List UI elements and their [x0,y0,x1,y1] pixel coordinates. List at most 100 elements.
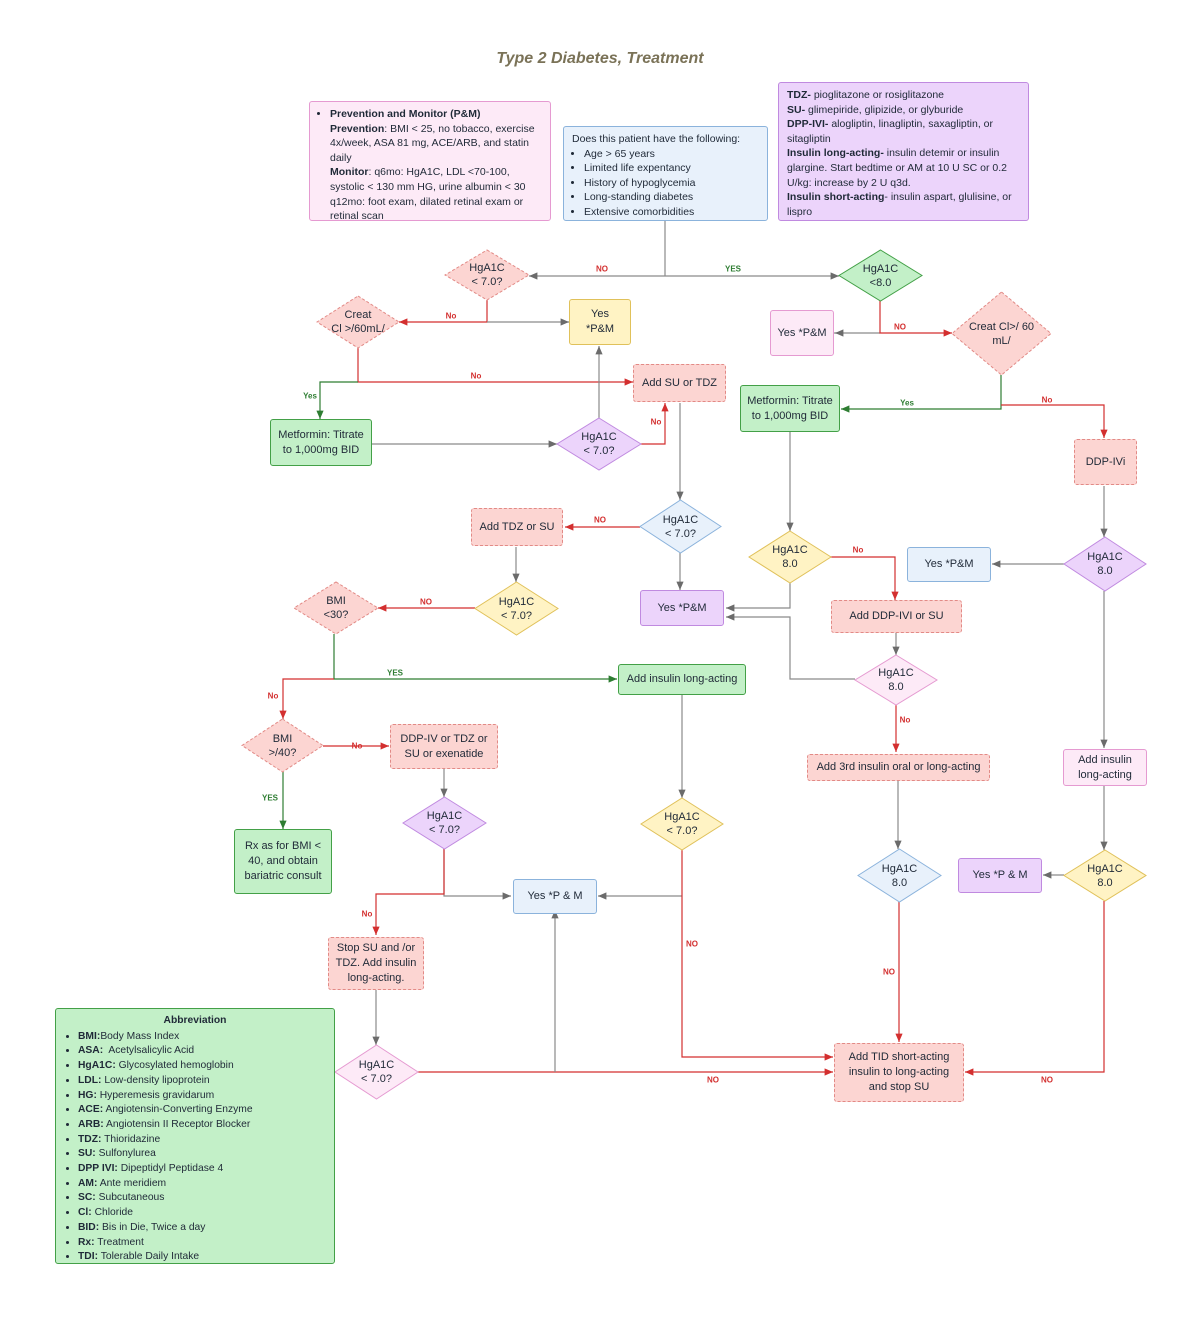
edge-label: Yes [303,391,317,401]
prevention-text: : BMI < 25, no tobacco, exercise 4x/week… [330,122,535,164]
decision-hga1c-purple-mid: HgA1C < 7.0? [556,417,642,471]
decision-hga1c-right-top: HgA1C <8.0 [838,249,923,302]
edge-label: NO [883,967,895,977]
yes-pm-blue-right-box: Yes *P&M [907,547,991,582]
abbreviation-item: ASA: Acetylsalicylic Acid [78,1044,324,1059]
question-item: Limited life expentancy [584,161,759,176]
question-item: History of hypoglycemia [584,176,759,191]
decision-hga1c-yellow-center: HgA1C < 7.0? [640,797,724,851]
patient-question-box: Does this patient have the following: Ag… [563,126,768,221]
edge-label: No [267,691,279,701]
metformin-right-box: Metformin: Titrate to 1,000mg BID [740,385,840,432]
edge-pink-center-yes [726,613,855,680]
edge-yellow-right-lower-no [965,901,1105,1076]
tdz-label: TDZ- [787,89,811,101]
add-insulin-long-green-box: Add insulin long-acting [618,664,746,695]
decision-hga1c-yellow-right-lower: HgA1C 8.0 [1063,849,1147,902]
abbreviation-definition: Body Mass Index [100,1030,180,1042]
decision-hga1c-yellow-left: HgA1C < 7.0? [474,581,559,636]
edge-label: No [361,909,373,919]
edge-right-top-no [879,300,952,337]
yes-pm-purple-center-box: Yes *P&M [640,590,724,626]
yes-pm-box-1: Yes *P&M [569,299,631,345]
decision-bmi-40: BMI >/40? [241,718,324,773]
abbreviation-term: HG: [78,1089,97,1101]
edge-label: YES [724,264,742,274]
edge-creat-no [357,348,633,386]
page-title: Type 2 Diabetes, Treatment [496,50,704,67]
edge-label: NO [686,939,698,949]
yes-pm-purple-lower-box: Yes *P & M [958,858,1042,893]
short-acting-label: Insulin short-acting [787,191,885,204]
short-acting-text: - insulin aspart, glulisine, or lispro [787,191,1012,218]
abbreviation-item: BMI:Body Mass Index [78,1030,324,1045]
tdz-text: pioglitazone or rosiglitazone [810,89,945,101]
abbreviation-definition: Low-density lipoprotein [101,1074,210,1086]
decision-hga1c-purple-right: HgA1C 8.0 [1063,536,1147,592]
edge-label: No [1041,395,1053,405]
abbreviation-term: AM: [78,1177,98,1189]
su-label: SU- [787,103,806,116]
dpp-label: DPP-IVI- [787,118,829,131]
edge-creat-yes [316,381,358,419]
abbreviation-definition: Ante meridiem [97,1177,167,1189]
abbreviation-term: Rx: [78,1236,95,1248]
decision-hga1c-blue-mid: HgA1C < 7.0? [639,499,722,554]
edge-creat-right-no [1001,404,1108,438]
add-ddp-su-box: Add DDP-IVI or SU [831,600,962,633]
abbreviation-definition: Chloride [91,1207,133,1219]
abbreviation-definition: Tolerable Daily Intake [98,1251,200,1263]
yes-pm-blue-lower-box: Yes *P & M [513,879,597,914]
decision-creat-left: Creat Cl >/60mL/ [316,295,400,349]
ddp-ivi-box: DDP-IVi [1074,439,1137,485]
edge-label: NO [594,515,606,525]
abbreviation-term: SU: [78,1148,96,1160]
abbreviation-definition: Angiotensin II Receptor Blocker [103,1118,251,1130]
abbreviation-item: TDI: Tolerable Daily Intake [78,1250,324,1265]
abbreviation-item: TDZ: Thioridazine [78,1133,324,1148]
add-insulin-long-pink-box: Add insulin long-acting [1063,749,1147,786]
abbreviation-term: SC: [78,1192,96,1204]
abbreviation-item: HgA1C: Glycosylated hemoglobin [78,1059,324,1074]
edge-yellow-center-no [681,850,833,1061]
abbreviation-title: Abbreviation [163,1015,227,1026]
abbreviation-item: Cl: Chloride [78,1206,324,1221]
decision-hga1c-blue-right-lower: HgA1C 8.0 [857,848,942,903]
question-item: Extensive comorbidities [584,205,759,220]
decision-hga1c-yellow-right: HgA1C 8.0 [748,530,832,584]
abbreviation-item: SC: Subcutaneous [78,1191,324,1206]
abbreviation-definition: Thioridazine [101,1133,161,1145]
edge-yellow-right-no [830,556,899,600]
question-intro: Does this patient have the following: [572,133,741,145]
abbreviation-item: HG: Hyperemesis gravidarum [78,1089,324,1104]
add-tid-box: Add TID short-acting insulin to long-act… [834,1043,964,1102]
edge-bmi30-yes [333,634,617,683]
metformin-left-box: Metformin: Titrate to 1,000mg BID [270,419,372,466]
edge-label: No [650,417,662,427]
abbreviation-item: BID: Bis in Die, Twice a day [78,1221,324,1236]
abbreviation-definition: Glycosylated hemoglobin [115,1060,234,1072]
abbreviation-definition: Hyperemesis gravidarum [96,1089,215,1101]
edge-label: Yes [900,398,914,408]
abbreviation-term: TDI: [78,1251,99,1263]
abbreviation-definition: Angiotensin-Converting Enzyme [103,1104,253,1116]
abbreviation-item: Rx: Treatment [78,1236,324,1251]
abbreviation-term: BMI: [78,1030,101,1042]
abbreviation-term: LDL: [78,1074,102,1086]
add-su-tdz-box: Add SU or TDZ [633,364,726,402]
edge-label: YES [386,668,404,678]
edge-label: YES [261,793,279,803]
yes-pm-box-right: Yes *P&M [770,310,834,356]
prevention-monitor-box: Prevention and Monitor (P&M) Prevention:… [309,101,551,222]
abbreviation-definition: Bis in Die, Twice a day [99,1221,206,1233]
abbreviation-list: BMI:Body Mass IndexASA: Acetylsalicylic … [66,1030,324,1265]
long-acting-text: insulin detemir or insulin glargine. Sta… [787,147,1008,189]
abbreviation-term: TDZ: [78,1133,102,1145]
edge-purple-lower-no [372,849,445,935]
add-3rd-insulin-box: Add 3rd insulin oral or long-acting [807,754,990,781]
abbreviation-box: Abbreviation BMI:Body Mass IndexASA: Ace… [55,1008,335,1264]
su-text: glimepiride, glipizide, or glyburide [805,103,964,116]
abbreviation-item: ACE: Angiotensin-Converting Enzyme [78,1103,324,1118]
question-item: Long-standing diabetes [584,190,759,205]
